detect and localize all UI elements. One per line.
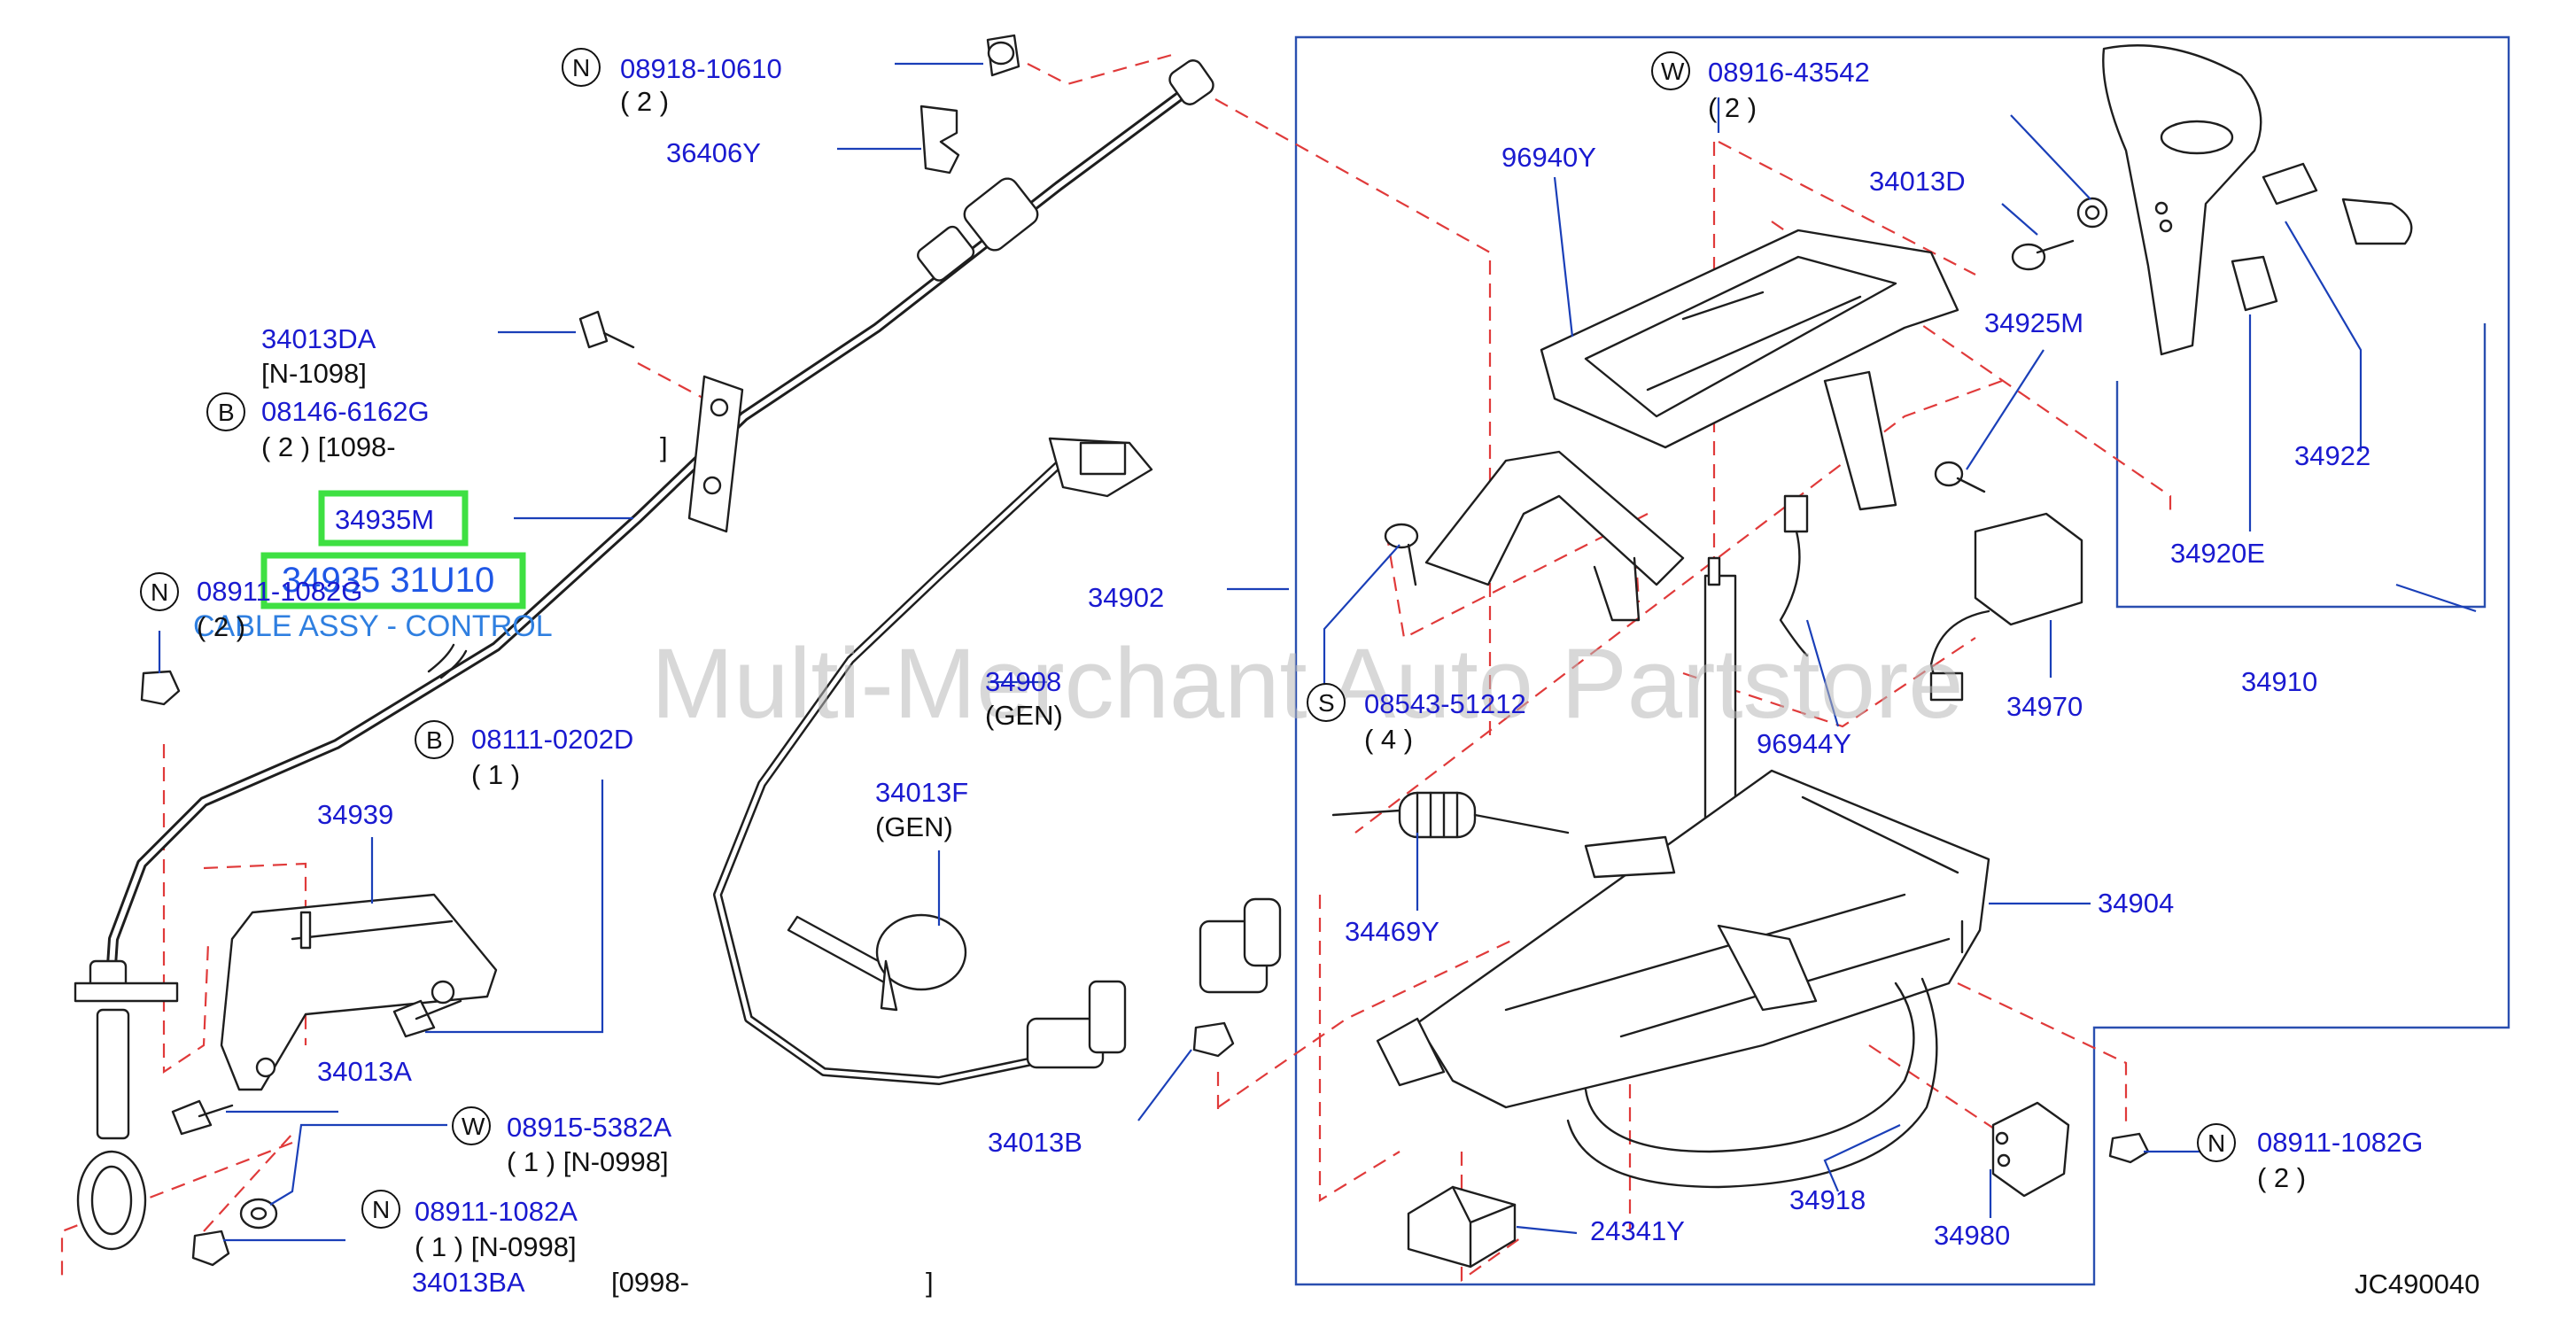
qty-08915-5382A: ( 1 ) [N-0998] [507,1146,669,1177]
label-36406Y[interactable]: 36406Y [666,137,761,168]
bulb-96944Y[interactable] [1779,494,1809,657]
qty-08911-1082A: ( 1 ) [N-0998] [415,1231,577,1262]
knob-34910[interactable] [2102,44,2262,356]
pad-24341Y[interactable] [1407,1185,1517,1269]
watermark: Multi-Merchant Auto Partstore [651,628,1963,739]
label-34904[interactable]: 34904 [2098,888,2174,919]
clip-34013F[interactable] [787,913,967,1012]
note-34013DA: [N-1098] [261,358,367,389]
screw-34013D[interactable] [2011,239,2075,271]
note-34013BA-end: ] [926,1267,934,1298]
guide-34918[interactable] [1566,977,1938,1189]
button-34922[interactable] [2262,162,2413,245]
nut-08911-1082A[interactable] [191,1230,230,1267]
label-34939[interactable]: 34939 [317,799,393,830]
label-08111-0202D[interactable]: 08111-0202D [471,724,633,755]
clip-36406Y[interactable] [919,105,960,175]
bolt-34013A[interactable] [392,999,462,1038]
block-34980[interactable] [1991,1101,2070,1198]
label-34970[interactable]: 34970 [2006,691,2083,722]
qty-34908: (GEN) [985,700,1063,731]
label-34013DA[interactable]: 34013DA [261,323,376,354]
circle-letter: N [2207,1129,2225,1157]
dashed-reference-lines [60,51,2172,1283]
bracket-34910 [2115,323,2487,609]
circle-letter: W [462,1113,485,1140]
label-34910[interactable]: 34910 [2241,666,2317,697]
label-34920E[interactable]: 34920E [2170,538,2265,569]
qty-34013F: (GEN) [875,811,953,842]
circle-letter: B [218,399,235,426]
washer-08915[interactable] [239,1198,278,1230]
label-08146-6162G[interactable]: 08146-6162G [261,396,430,427]
highlight-description: CABLE ASSY - CONTROL [193,609,553,643]
label-34469Y[interactable]: 34469Y [1345,916,1439,947]
highlight-box-part [318,490,469,547]
highlight-box-subpart [260,552,526,609]
label-34908[interactable]: 34908 [985,666,1061,697]
nut-08918[interactable] [986,34,1020,77]
cable-34908[interactable] [713,437,1282,1085]
qty-08146-6162G: ( 2 ) [1098- [261,431,396,462]
circle-letter: W [1661,58,1685,85]
bolt-34013A-lower[interactable] [171,1099,234,1136]
qty-08111-0202D: ( 1 ) [471,759,520,790]
label-96940Y[interactable]: 96940Y [1501,142,1596,173]
qty-08543-51212: ( 4 ) [1364,724,1413,755]
circle-letter: N [372,1196,390,1223]
label-34980[interactable]: 34980 [1934,1220,2010,1251]
label-24341Y[interactable]: 24341Y [1590,1215,1685,1246]
label-08918-10610[interactable]: 08918-10610 [620,53,782,84]
label-34902[interactable]: 34902 [1088,582,1164,613]
label-34013D[interactable]: 34013D [1869,166,1966,197]
label-34013B[interactable]: 34013B [988,1127,1082,1158]
base-34904[interactable] [1376,769,1990,1109]
qty-08146-6162G-end: ] [660,431,668,462]
qty-08911-1082G-right: ( 2 ) [2257,1162,2306,1193]
spring-34469Y[interactable] [1331,791,1570,839]
cable-assy-control[interactable] [74,57,1216,1251]
highlight-part-number[interactable]: 34935M [335,504,434,535]
bolt-34925M[interactable] [1934,461,1986,493]
label-08911-1082A[interactable]: 08911-1082A [415,1196,578,1227]
label-34013F[interactable]: 34013F [875,777,968,808]
qty-08916-43542: ( 2 ) [1708,92,1757,123]
nut-08911-left[interactable] [140,670,181,706]
nut-34013B[interactable] [1192,1021,1235,1058]
label-34918[interactable]: 34918 [1789,1184,1866,1215]
bracket-34939[interactable] [220,893,498,1091]
circle-letter: B [426,726,443,754]
washer-08916[interactable] [2076,197,2108,229]
qty-08918-10610: ( 2 ) [620,86,669,117]
screw-08543[interactable] [1384,523,1419,586]
label-08915-5382A[interactable]: 08915-5382A [507,1112,671,1143]
note-34013BA: [0998- [611,1267,689,1298]
part-labels: 08918-10610 ( 2 ) 36406Y 34013DA [N-1098… [197,53,2479,1300]
label-08916-43542[interactable]: 08916-43542 [1708,57,1870,88]
assembly-outline [1294,35,2510,1286]
highlight-subpart[interactable]: 34935 31U10 [282,561,494,600]
label-34925M[interactable]: 34925M [1984,307,2083,338]
nut-08911-right[interactable] [2108,1132,2150,1164]
bolt-34013DA[interactable] [578,310,635,349]
circle-letter: N [572,54,590,81]
label-34013BA[interactable]: 34013BA [412,1267,525,1298]
module-34970[interactable] [1929,512,2083,702]
label-08911-1082G-left[interactable]: 08911-1082G [197,576,362,607]
label-08911-1082G-right[interactable]: 08911-1082G [2257,1127,2423,1158]
diagram-code: JC490040 [2355,1269,2479,1300]
label-08543-51212[interactable]: 08543-51212 [1364,688,1526,719]
label-96944Y[interactable]: 96944Y [1757,728,1851,759]
indicator-96940Y[interactable] [1424,229,1959,622]
label-34922[interactable]: 34922 [2294,440,2370,471]
qty-08911-1082G-left: ( 2 ) [197,611,245,642]
circle-letter: N [151,578,168,606]
label-34013A[interactable]: 34013A [317,1056,412,1087]
insert-34920E[interactable] [2231,255,2278,312]
circle-markers: N W B N B W N S N [140,48,2236,1229]
circle-letter: S [1318,689,1335,717]
